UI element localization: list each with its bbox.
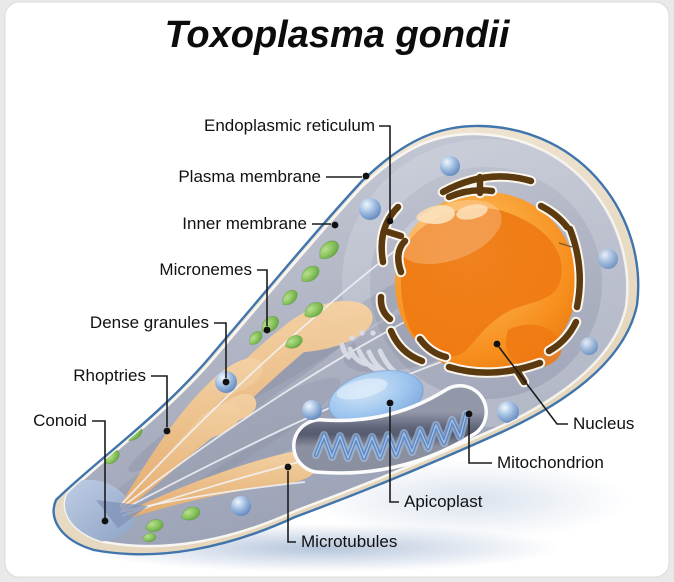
dense-granules-shape (215, 156, 618, 516)
leader-apicoplast (386, 399, 399, 503)
leader-micronemes (257, 269, 271, 334)
conoid-wedge (96, 500, 148, 528)
label-dense-granules: Dense granules (90, 313, 209, 332)
labels-layer: Endoplasmic reticulum Plasma membrane In… (33, 116, 634, 551)
leader-mitochondrion (465, 410, 492, 464)
leader-conoid (92, 420, 109, 525)
leader-nucleus (493, 340, 568, 425)
mitochondrion-cristae (312, 410, 470, 462)
cytoplasm-contents (64, 139, 628, 544)
mitochondrion-shape (292, 384, 488, 475)
page-title: Toxoplasma gondii (165, 14, 511, 56)
leader-endoplasmic-reticulum (379, 125, 394, 225)
label-endoplasmic-reticulum: Endoplasmic reticulum (204, 116, 375, 135)
endoplasmic-reticulum-shape (381, 176, 580, 382)
leader-rhoptries (151, 375, 171, 435)
leader-inner-membrane (312, 221, 339, 229)
nucleus-shape (395, 192, 577, 374)
label-inner-membrane: Inner membrane (182, 214, 307, 233)
label-plasma-membrane: Plasma membrane (178, 167, 321, 186)
label-apicoplast: Apicoplast (404, 492, 483, 511)
label-mitochondrion: Mitochondrion (497, 453, 604, 472)
label-conoid: Conoid (33, 411, 87, 430)
label-nucleus: Nucleus (573, 414, 634, 433)
conoid-shape (64, 479, 136, 542)
leader-microtubules (284, 463, 296, 543)
label-micronemes: Micronemes (159, 260, 252, 279)
label-rhoptries: Rhoptries (73, 366, 146, 385)
leader-plasma-membrane (326, 172, 370, 180)
label-microtubules: Microtubules (301, 532, 397, 551)
leader-dense-granules (214, 322, 230, 386)
